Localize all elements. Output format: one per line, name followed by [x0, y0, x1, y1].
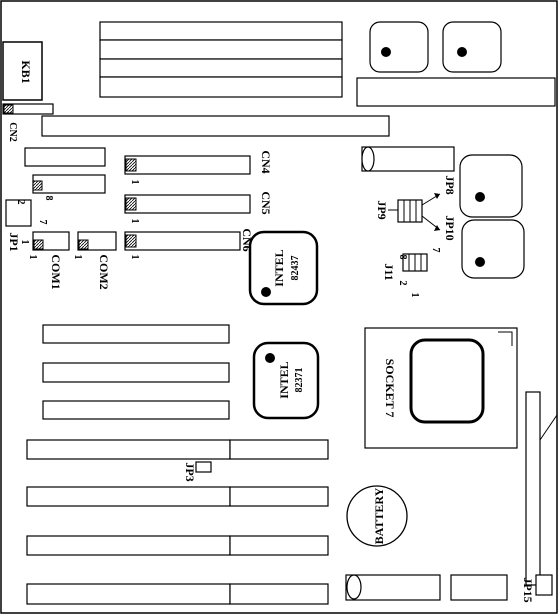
jp9-jp8-jp10-block: JP9 JP8 JP10: [375, 175, 457, 240]
socket-7: SOCKET 7: [364, 327, 518, 449]
kb1-connector: KB1: [2, 41, 43, 101]
svg-text:8: 8: [397, 255, 408, 260]
right-cylinder: [361, 146, 455, 172]
cn4-header: 1 CN4: [124, 150, 273, 185]
cn4-label: CN4: [259, 150, 273, 173]
cn5-label: CN5: [259, 191, 273, 214]
svg-text:82437: 82437: [290, 256, 301, 281]
intel-82371-chip: INTEL 82371: [252, 341, 320, 420]
svg-text:1: 1: [72, 255, 83, 260]
jp1-jumper: 2 1 JP1 8 7: [5, 196, 54, 252]
top-slot-block: [99, 21, 343, 98]
j11-label: J11: [382, 263, 396, 280]
svg-text:1: 1: [19, 240, 30, 245]
top-right-capacitors: [356, 21, 556, 107]
kb1-label: KB1: [19, 60, 33, 83]
socket-label: SOCKET 7: [383, 359, 397, 418]
com1-label: COM1: [49, 254, 63, 289]
svg-text:82371: 82371: [294, 368, 305, 393]
long-slot: [41, 115, 390, 137]
svg-text:7: 7: [37, 220, 48, 225]
right-vertical-connector: [525, 391, 558, 586]
jp1-label: JP1: [7, 232, 21, 251]
jp10-label: JP10: [443, 215, 457, 240]
svg-text:1: 1: [129, 255, 140, 260]
com2-connector: 1 COM2: [72, 231, 117, 290]
jp3-label: JP3: [183, 462, 197, 481]
left-connectors: [24, 147, 106, 194]
middle-slots: [42, 324, 230, 420]
svg-text:INTEL: INTEL: [272, 249, 286, 286]
svg-text:8: 8: [43, 196, 54, 201]
bottom-right-parts: JP15: [345, 574, 553, 603]
svg-text:7: 7: [430, 248, 441, 253]
battery-label: BATTERY: [372, 487, 386, 544]
svg-text:1: 1: [27, 255, 38, 260]
intel-82437-chip: INTEL 82437: [248, 230, 319, 306]
jp15-label: JP15: [521, 577, 535, 602]
svg-text:1: 1: [409, 293, 420, 298]
jp9-label: JP9: [375, 200, 389, 219]
svg-text:2: 2: [15, 200, 26, 205]
right-capacitors: [459, 154, 525, 279]
battery: BATTERY: [346, 485, 408, 547]
jp8-label: JP8: [443, 175, 457, 194]
cn5-header: 1 CN5: [124, 191, 273, 224]
jp3-jumper: JP3: [183, 461, 212, 482]
com2-label: COM2: [97, 254, 111, 289]
pci-slots: [26, 439, 329, 605]
cn2-label: CN2: [7, 122, 18, 141]
cn2-connector: CN2: [2, 103, 54, 142]
cn6-header: 1 CN6: [124, 228, 254, 260]
svg-text:INTEL: INTEL: [277, 361, 291, 398]
svg-text:1: 1: [129, 180, 140, 185]
svg-text:1: 1: [129, 219, 140, 224]
com1-connector: 1 COM1: [27, 231, 70, 290]
svg-text:2: 2: [397, 281, 408, 286]
j11-header: 8 2 7 1 J11: [382, 248, 441, 298]
